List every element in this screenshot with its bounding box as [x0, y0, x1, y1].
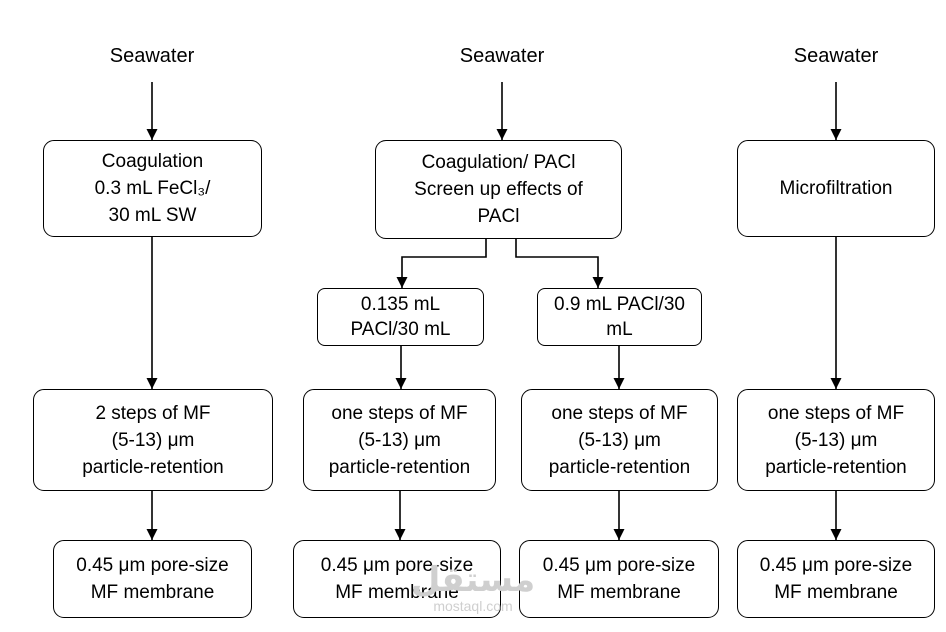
membrane-box-3: 0.45 μm pore-size MF membrane: [519, 540, 719, 618]
mf-two-steps-line-3: particle-retention: [82, 456, 224, 478]
coagulation-fecl3-line-1: Coagulation: [101, 151, 204, 172]
coagulation-fecl3-box: Coagulation 0.3 mL FeCl₃/ 30 mL SW: [43, 140, 262, 237]
mf-left-line-1: one steps of MF: [331, 402, 468, 424]
membrane-1-line-2: MF membrane: [90, 582, 215, 603]
dose-box-left: 0.135 mL PACl/30 mL: [317, 288, 484, 346]
membrane-3-line-1: 0.45 μm pore-size: [542, 555, 696, 576]
mf-two-steps-line-1: 2 steps of MF: [95, 402, 211, 424]
mf-one-step-box-right: one steps of MF (5-13) μm particle-reten…: [521, 389, 718, 491]
mf-3-line-1: one steps of MF: [767, 402, 905, 424]
seawater-label-3: Seawater: [793, 45, 879, 67]
coagulation-pacl-line-1: Coagulation/ PACl: [421, 152, 576, 173]
mf-3-line-3: particle-retention: [765, 456, 907, 478]
seawater-label-1: Seawater: [109, 45, 195, 67]
coagulation-pacl-line-3: PACl: [477, 206, 520, 227]
coagulation-pacl-line-2: Screen up effects of: [414, 179, 583, 200]
membrane-2-line-1: 0.45 μm pore-size: [320, 555, 474, 576]
dose-box-right: 0.9 mL PACl/30 mL: [537, 288, 702, 346]
membrane-3-line-2: MF membrane: [557, 582, 681, 603]
mf-3-line-2: (5-13) μm: [794, 429, 878, 451]
microfiltration-line-1: Microfiltration: [779, 178, 893, 199]
coagulation-fecl3-line-2: 0.3 mL FeCl₃/: [94, 178, 211, 199]
coagulation-pacl-box: Coagulation/ PACl Screen up effects of P…: [375, 140, 622, 239]
membrane-2-line-2: MF membrane: [335, 582, 459, 603]
seawater-label-2: Seawater: [459, 45, 545, 67]
dose-right-line-2: mL: [606, 319, 633, 340]
mf-two-steps-line-2: (5-13) μm: [111, 429, 195, 451]
membrane-box-1: 0.45 μm pore-size MF membrane: [53, 540, 252, 618]
arrow-branch-left: [396, 239, 487, 288]
mf-right-line-3: particle-retention: [548, 456, 691, 478]
dose-right-line-1: 0.9 mL PACl/30: [554, 294, 685, 315]
arrow-branch-right: [515, 239, 604, 288]
microfiltration-box: Microfiltration: [737, 140, 935, 237]
coagulation-fecl3-line-3: 30 mL SW: [108, 205, 197, 226]
mf-right-line-1: one steps of MF: [551, 402, 688, 424]
dose-left-line-1: 0.135 mL: [360, 294, 441, 315]
membrane-box-4: 0.45 μm pore-size MF membrane: [737, 540, 935, 618]
mf-one-step-box-left: one steps of MF (5-13) μm particle-reten…: [303, 389, 496, 491]
mf-left-line-3: particle-retention: [328, 456, 471, 478]
dose-left-line-2: PACl/30 mL: [350, 319, 451, 340]
membrane-box-2: 0.45 μm pore-size MF membrane: [293, 540, 501, 618]
membrane-4-line-1: 0.45 μm pore-size: [759, 555, 913, 576]
membrane-1-line-1: 0.45 μm pore-size: [76, 555, 229, 576]
mf-two-steps-box: 2 steps of MF (5-13) μm particle-retenti…: [33, 389, 273, 491]
mf-right-line-2: (5-13) μm: [578, 429, 661, 451]
mf-left-line-2: (5-13) μm: [358, 429, 441, 451]
membrane-4-line-2: MF membrane: [774, 582, 898, 603]
mf-one-step-box-3: one steps of MF (5-13) μm particle-reten…: [737, 389, 935, 491]
